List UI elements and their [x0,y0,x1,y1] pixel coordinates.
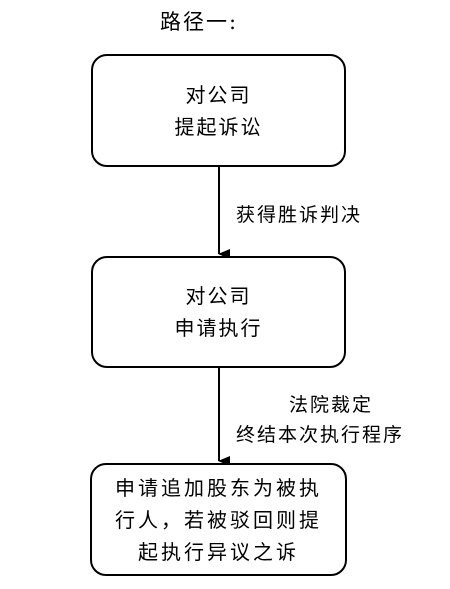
edge-2-label-line-2: 终结本次执行程序 [236,424,405,446]
flow-node-apply-enforcement: 对公司 申请执行 [91,256,346,368]
flow-node-sue-company: 对公司 提起诉讼 [91,54,346,167]
node-2-line-2: 申请执行 [174,316,263,340]
node-2-line-1: 对公司 [185,284,252,308]
node-1-line-2: 提起诉讼 [174,114,263,139]
edge-1-label: 获得胜诉判决 [236,204,363,226]
node-3-line-3: 起执行异议之诉 [138,539,299,564]
diagram-title: 路径一: [160,10,239,34]
node-3-line-2: 行人，若被驳回则提 [115,507,322,532]
node-1-line-1: 对公司 [185,82,252,107]
flow-node-add-shareholder: 申请追加股东为被执 行人，若被驳回则提 起执行异议之诉 [90,463,347,576]
node-3-line-1: 申请追加股东为被执 [115,475,322,500]
edge-2-label-line-1: 法院裁定 [289,394,374,416]
